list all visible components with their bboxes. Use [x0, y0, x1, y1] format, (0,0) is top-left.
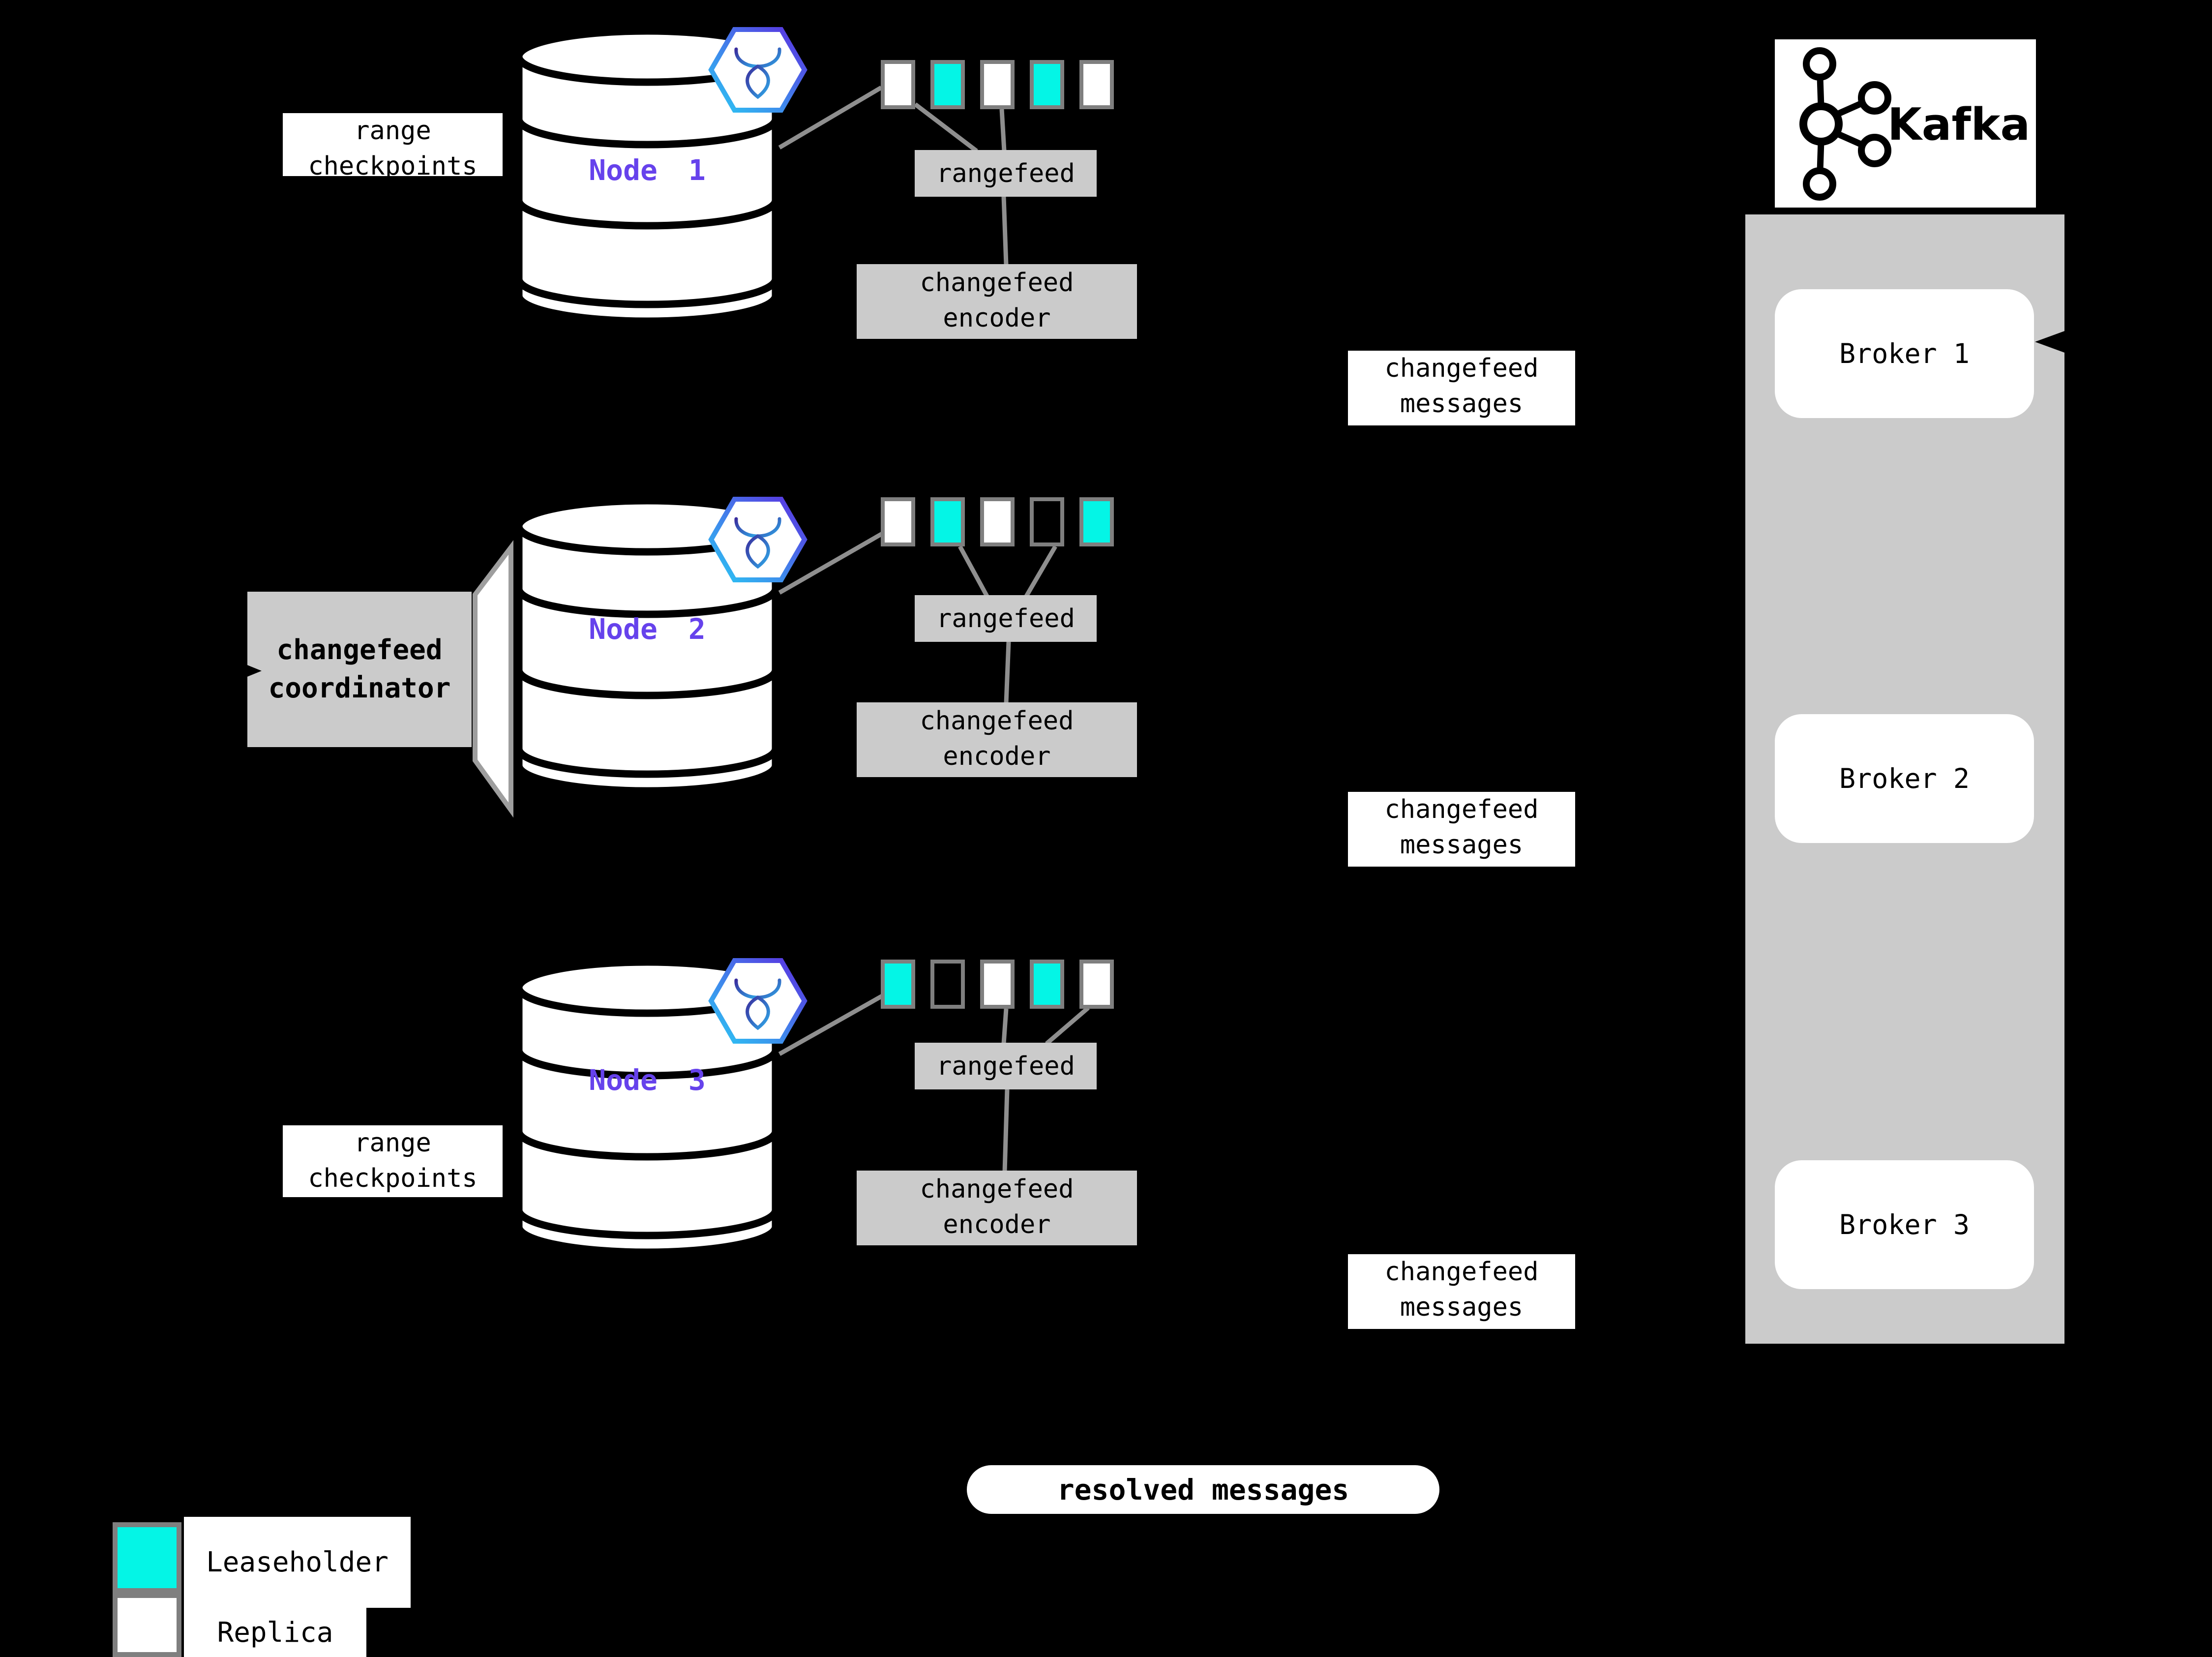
node3-label: Node 3	[589, 1063, 706, 1097]
node1-label: Node 1	[589, 153, 706, 187]
node1-to-ranges-line	[778, 86, 883, 150]
node1-range-2	[930, 60, 965, 109]
node2-changefeed-encoder-box: changefeed encoder	[857, 702, 1137, 777]
broker-1-box: Broker 1	[1775, 289, 2034, 418]
node3-changefeed-messages-label: changefeed messages	[1348, 1254, 1575, 1329]
node2-rangefeed-box: rangefeed	[915, 595, 1097, 642]
node1-range1-to-rangefeed-line	[914, 102, 978, 153]
node1-cockroachdb-icon	[711, 30, 805, 110]
node3-changefeed-encoder-box: changefeed encoder	[857, 1171, 1137, 1245]
broker-2-box: Broker 2	[1775, 714, 2034, 843]
node3-range5-to-rangefeed-line	[1045, 1006, 1090, 1046]
kafka-title: Kafka	[1887, 98, 2031, 151]
legend-leaseholder-label: Leaseholder	[184, 1517, 411, 1608]
node2-range-4	[1030, 497, 1064, 546]
node2-label: Node 2	[589, 612, 706, 646]
node1-range-5	[1079, 60, 1114, 109]
node3-range3-to-rangefeed-line	[1001, 1008, 1009, 1044]
node1-range3-to-rangefeed-line	[999, 109, 1007, 151]
range-checkpoints-label-top: range checkpoints	[283, 113, 503, 176]
node3-rangefeed-box: rangefeed	[915, 1043, 1097, 1089]
node2-changefeed-messages-label: changefeed messages	[1348, 792, 1575, 867]
node3-range-5	[1079, 960, 1114, 1009]
node3-range-2	[930, 960, 965, 1009]
node2-range-1	[881, 497, 915, 546]
resolved-messages-pill: resolved messages	[967, 1465, 1439, 1514]
node2-range-3	[980, 497, 1015, 546]
node2-range-2	[930, 497, 965, 546]
node3-database-cylinder	[519, 962, 776, 1252]
node3-cockroachdb-icon	[711, 961, 805, 1041]
node2-range-5	[1079, 497, 1114, 546]
node2-cockroachdb-icon	[711, 499, 805, 580]
node2-rangefeed-to-encoder-line	[1004, 641, 1011, 704]
range-checkpoints-label-bottom: range checkpoints	[283, 1125, 503, 1197]
node2-to-ranges-line	[778, 528, 890, 595]
node3-range-3	[980, 960, 1015, 1009]
node1-range-4	[1030, 60, 1064, 109]
node2-range2-to-rangefeed-line	[958, 545, 989, 598]
node1-range-1	[881, 60, 915, 109]
legend-replica-label: Replica	[184, 1608, 366, 1657]
legend-replica-swatch	[113, 1593, 181, 1657]
node1-rangefeed-box: rangefeed	[915, 150, 1097, 197]
node3-rangefeed-to-encoder-line	[1002, 1089, 1010, 1172]
node2-range4-to-rangefeed-line	[1024, 545, 1057, 598]
node3-range-4	[1030, 960, 1064, 1009]
node1-range-3	[980, 60, 1015, 109]
legend-leaseholder-swatch	[113, 1522, 181, 1593]
coordinator-wedge-shape	[473, 540, 513, 818]
node3-range-1	[881, 960, 915, 1009]
changefeed-coordinator-box: changefeed coordinator	[247, 592, 472, 747]
broker-3-box: Broker 3	[1775, 1160, 2034, 1289]
node1-changefeed-messages-label: changefeed messages	[1348, 351, 1575, 425]
node1-rangefeed-to-encoder-line	[1001, 196, 1009, 266]
node1-changefeed-encoder-box: changefeed encoder	[857, 264, 1137, 339]
node3-to-ranges-line	[778, 991, 890, 1056]
